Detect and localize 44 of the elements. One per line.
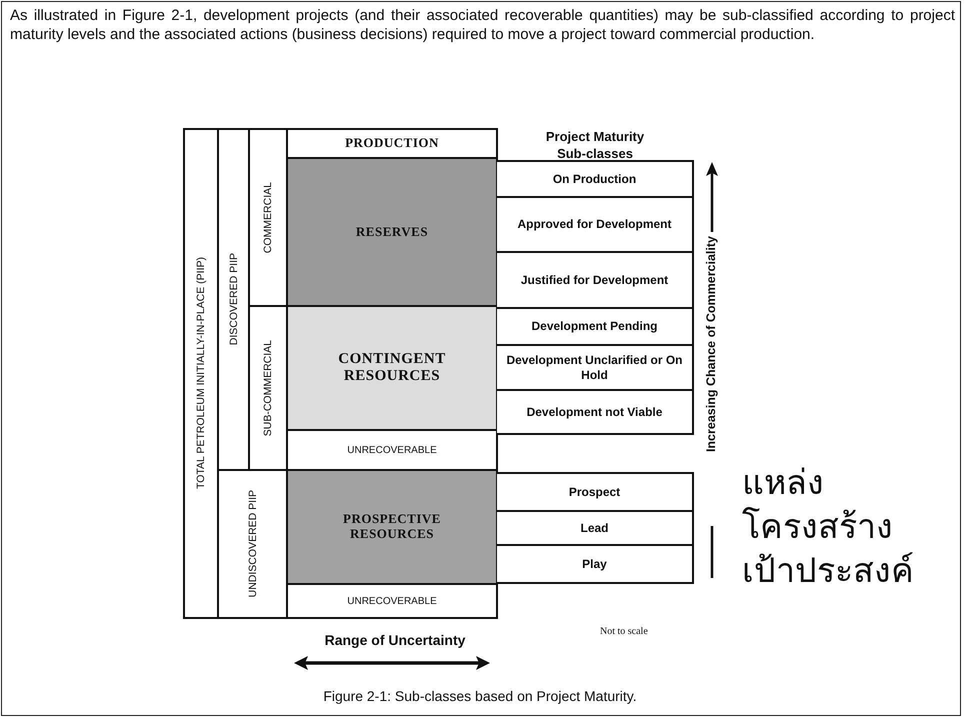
category-label: PROSPECTIVE RESOURCES [342, 512, 442, 542]
subclass-label: Justified for Development [520, 272, 668, 288]
subclass-box [496, 196, 694, 253]
category-label: CONTINGENT RESOURCES [337, 350, 447, 386]
subclass-box [496, 307, 694, 346]
subclass-label: Development Unclarified or On Hold [506, 352, 684, 382]
annotation: แหล่ง [742, 463, 825, 503]
column-label: TOTAL PETROLEUM INITIALLY-IN-PLACE (PIIP) [195, 257, 207, 490]
subclass-label: Approved for Development [517, 217, 672, 232]
category-box [286, 157, 498, 307]
axis-label: Increasing Chance of Commerciality [704, 236, 718, 452]
subclass-box [496, 389, 694, 435]
subclass-label: Prospect [568, 484, 620, 500]
axis-label: Range of Uncertainty [324, 632, 466, 648]
category-label: UNRECOVERABLE [347, 444, 437, 456]
subclass-box [496, 344, 694, 391]
column-label: DISCOVERED PIIP [228, 253, 240, 346]
column-heading: Project Maturity Sub-classes [544, 128, 646, 162]
subclass-box [496, 251, 694, 309]
subclass-label: Play [582, 556, 607, 572]
category-box [286, 305, 498, 431]
column-label: SUB-COMMERCIAL [262, 340, 274, 436]
category-label: UNRECOVERABLE [347, 596, 437, 606]
column-label: UNDISCOVERED PIIP [246, 490, 258, 598]
figure-caption: Figure 2-1: Sub-classes based on Project Maturity. [322, 688, 638, 704]
subclass-label: Lead [580, 520, 608, 536]
category-box [286, 583, 498, 619]
subclass-box [496, 510, 694, 546]
category-label: PRODUCTION [345, 136, 439, 151]
subclass-label: Development not Viable [526, 404, 662, 420]
category-box [286, 469, 498, 585]
subclass-label: Development Pending [531, 319, 658, 334]
subclass-box [496, 160, 694, 198]
note: Not to scale [600, 626, 649, 637]
category-box [286, 128, 498, 159]
subclass-box [496, 544, 694, 584]
annotation: เป้าประสงค์ [742, 551, 915, 591]
category-label: RESERVES [356, 224, 428, 240]
subclass-label: On Production [552, 172, 636, 186]
intro-paragraph: As illustrated in Figure 2-1, development projects (and their associated recoverable quantities) may be sub-classified according to project maturity levels and the associated actions (business decisions) required to move a project toward commercial production. [10, 6, 955, 44]
column-box [183, 128, 219, 619]
column-label: COMMERCIAL [262, 182, 274, 254]
subclass-box [496, 472, 694, 512]
annotation: โครงสร้าง [742, 507, 894, 547]
